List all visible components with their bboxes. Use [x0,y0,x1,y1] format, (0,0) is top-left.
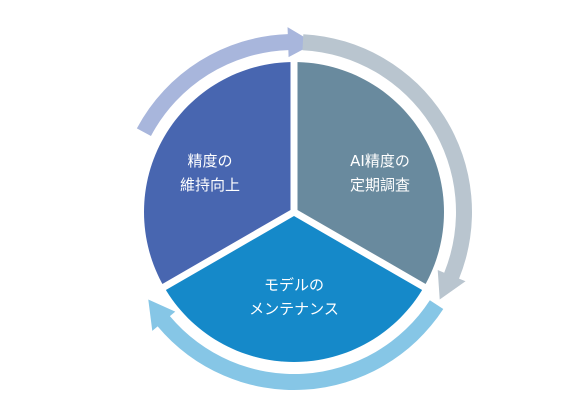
arrow-to-survey-icon [136,27,315,136]
arrow-to-improve-icon [148,299,444,391]
segment-label-line: 定期調査 [350,176,410,194]
segment-label-line: 維持向上 [180,176,240,194]
segment-label-improve: 精度の維持向上 [180,152,240,194]
segment-divider-2 [292,208,428,292]
segment-label-ai-survey: AI精度の定期調査 [350,152,410,194]
segment-label-line: AI精度の [350,152,410,170]
segment-label-maintenance: モデルのメンテナンス [249,276,339,318]
cycle-arrows [136,27,473,391]
segment-label-line: モデルの [264,276,324,294]
center-joint [290,208,298,216]
arrow-to-maintenance-icon [302,34,473,300]
segment-maintenance [164,212,424,362]
segment-label-line: メンテナンス [249,300,339,318]
segment-dividers [160,60,428,292]
segment-divider-3 [160,208,296,292]
segment-label-line: 精度の [187,152,232,170]
